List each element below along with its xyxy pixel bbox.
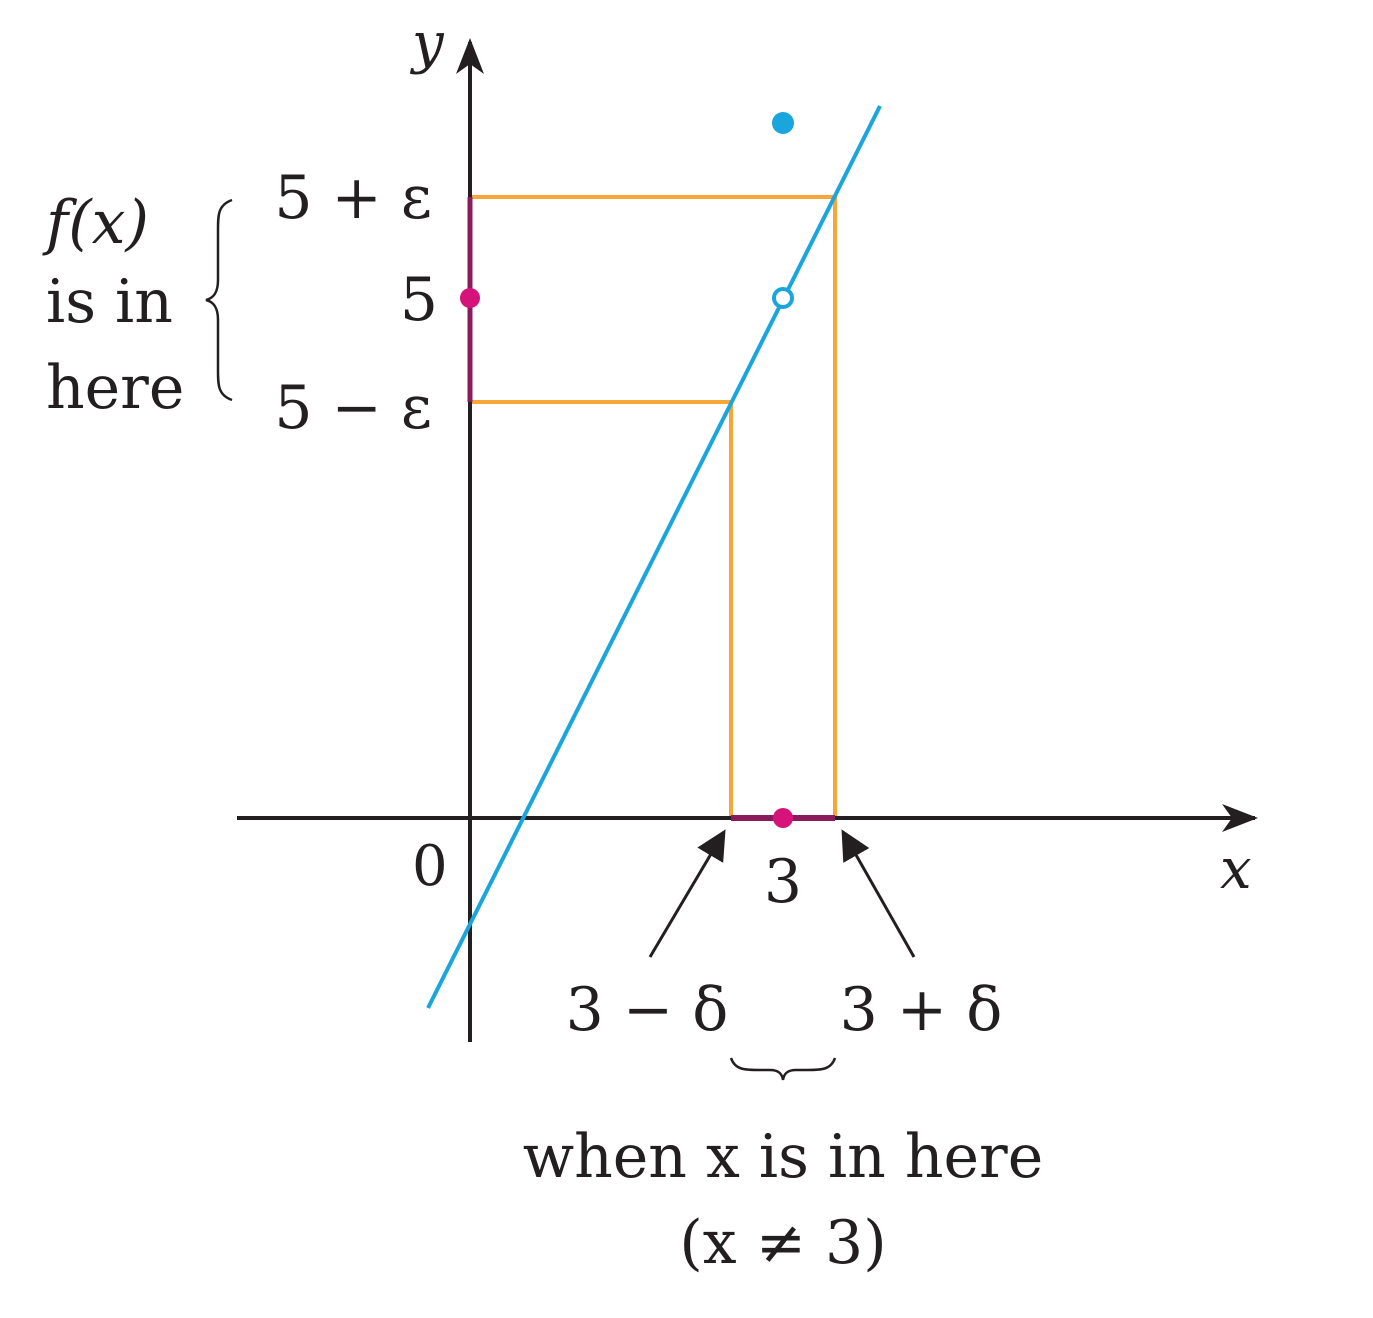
function-line	[426, 105, 882, 1009]
limit-point-y-icon	[460, 288, 480, 308]
limit-point-x-icon	[773, 808, 793, 828]
left-note-line3: here	[46, 353, 184, 423]
bottom-brace-icon	[729, 1057, 837, 1081]
bottom-note-line1: when x is in here	[523, 1122, 1043, 1192]
y-tick-upper: 5 + ε	[274, 163, 432, 233]
open-circle-icon	[772, 287, 794, 309]
origin-label: 0	[412, 834, 448, 899]
arrow-left-delta	[648, 829, 726, 958]
x-tick-left: 3 − δ	[566, 975, 729, 1045]
arrow-right-delta	[841, 829, 916, 958]
x-axis-label: x	[1220, 837, 1252, 902]
x-tick-center: 3	[764, 847, 802, 917]
bottom-note-line2: (x ≠ 3)	[679, 1208, 886, 1278]
y-tick-center: 5	[400, 265, 438, 335]
x-axis-arrow-icon	[1222, 804, 1258, 832]
left-brace-icon	[205, 198, 233, 402]
x-tick-right: 3 + δ	[840, 975, 1003, 1045]
y-axis-label: y	[409, 11, 445, 76]
left-note-line2: is in	[46, 267, 173, 337]
guide-lines	[470, 195, 837, 818]
y-tick-lower: 5 − ε	[274, 373, 432, 443]
filled-dot-icon	[772, 112, 794, 134]
y-axis-arrow-icon	[456, 38, 484, 74]
left-note-line1: f(x)	[42, 188, 149, 258]
